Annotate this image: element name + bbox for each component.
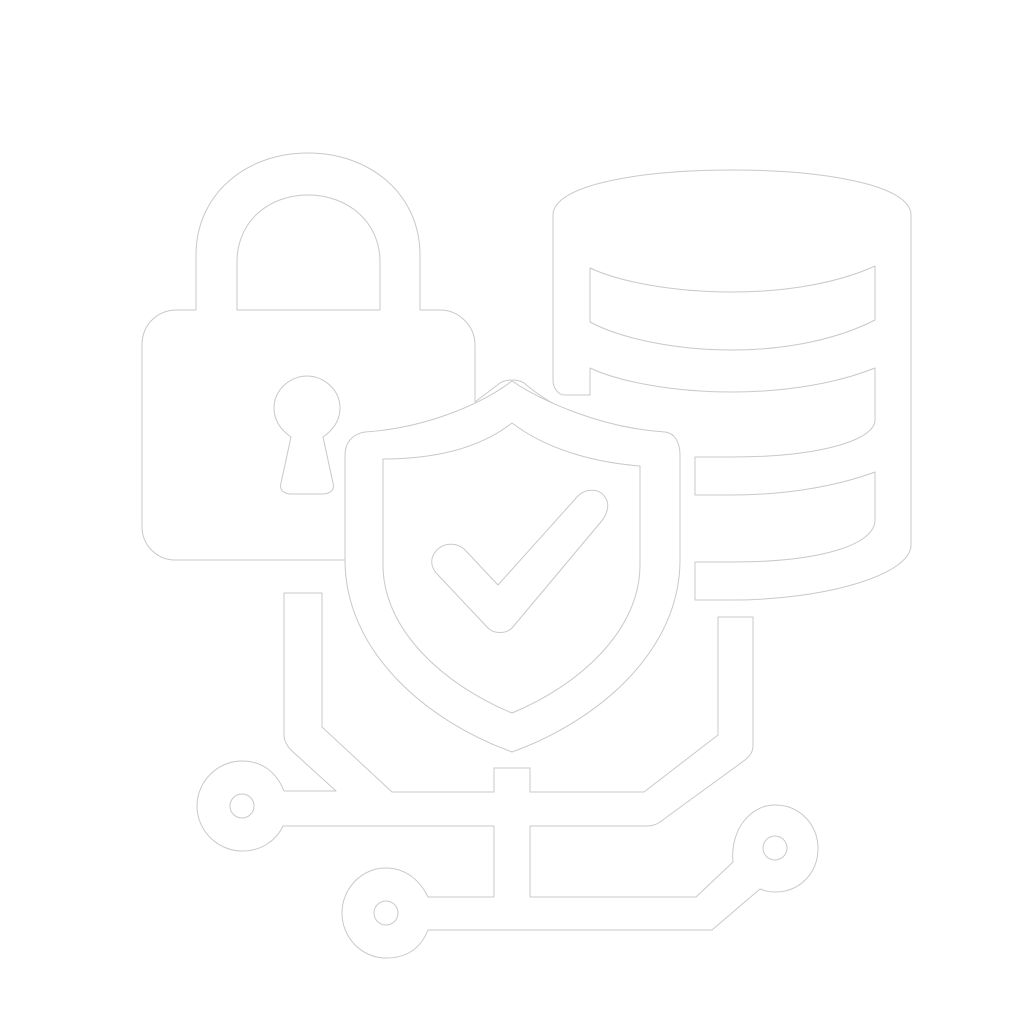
keyhole-icon xyxy=(273,375,341,495)
checkmark-icon xyxy=(431,489,609,633)
database-icon xyxy=(552,169,912,601)
shield-icon xyxy=(344,380,681,753)
circuit-network-icon xyxy=(196,592,819,959)
